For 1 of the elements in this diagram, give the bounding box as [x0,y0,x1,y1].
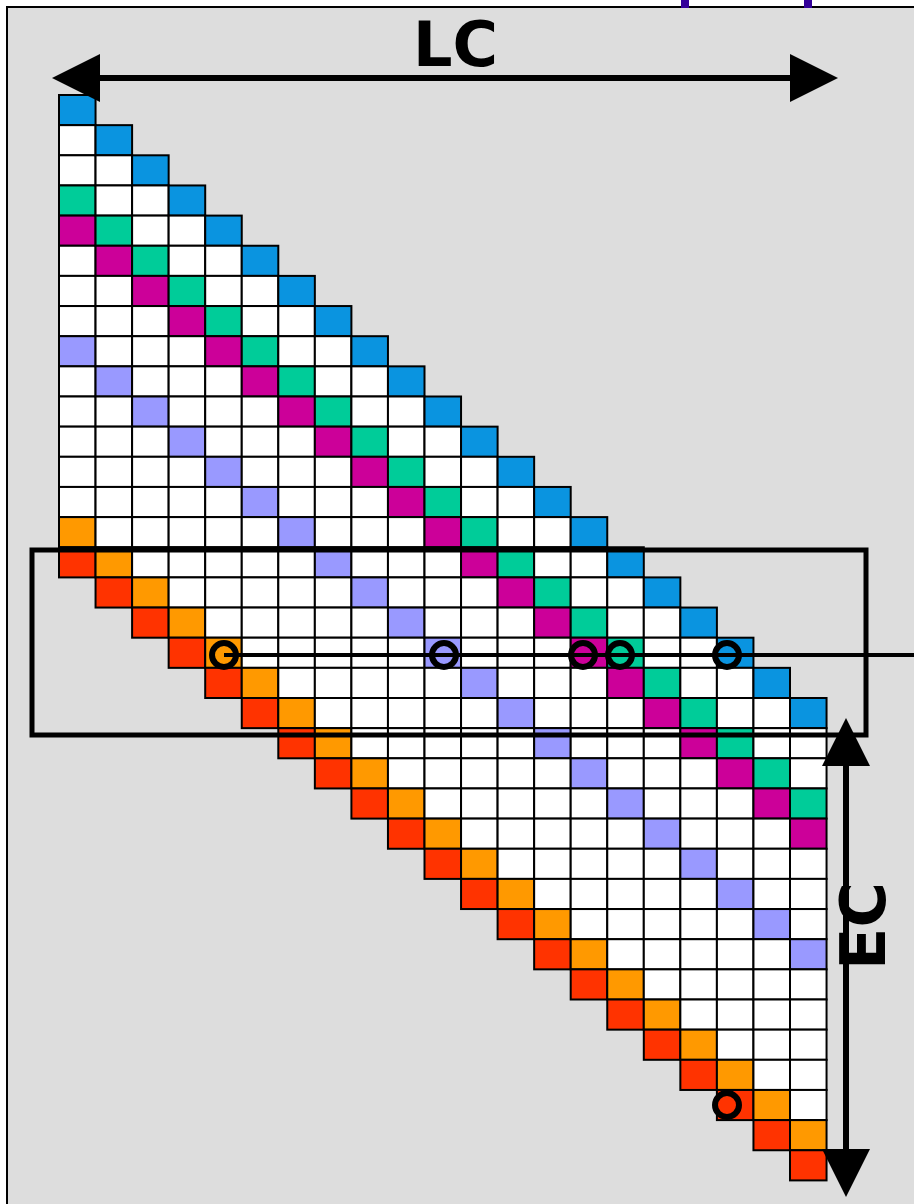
dimension-label: LC [413,14,498,76]
